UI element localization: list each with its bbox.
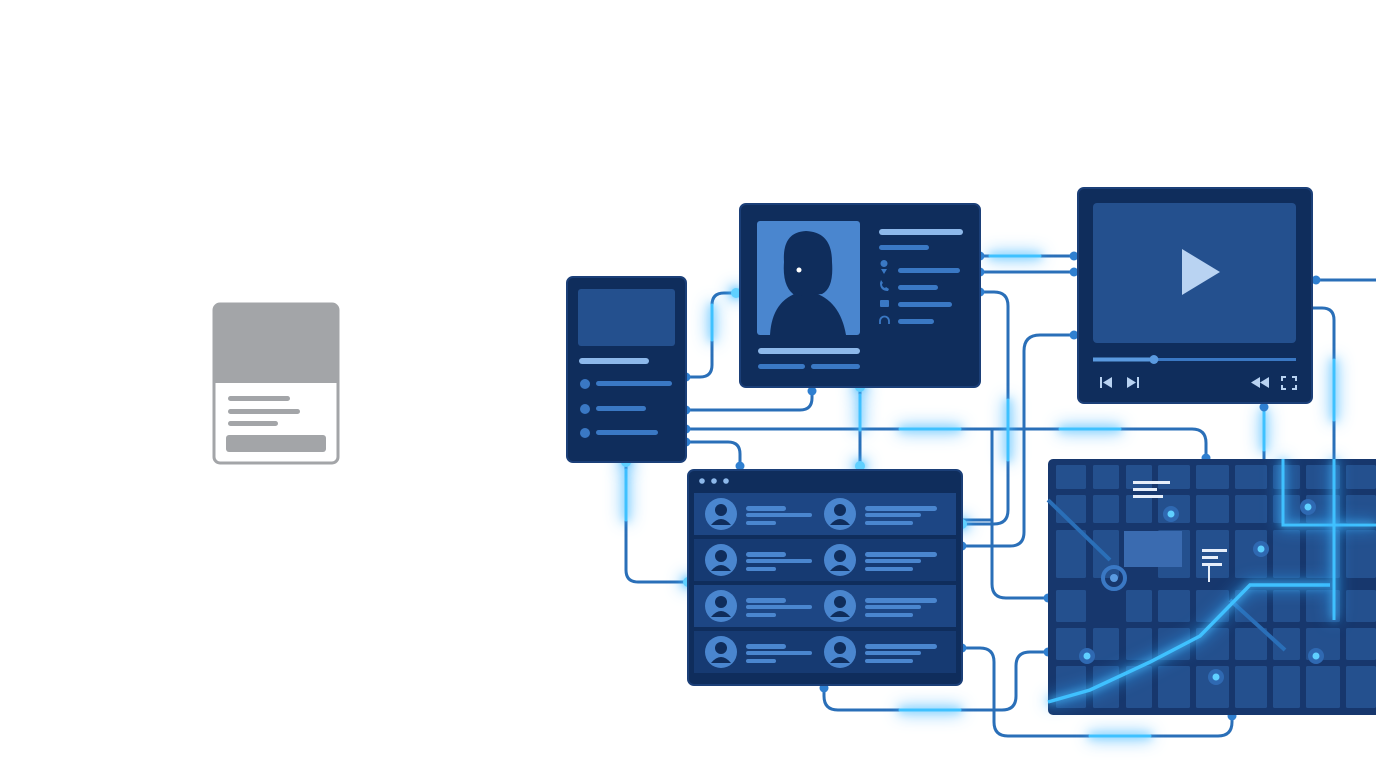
play-icon [1182, 249, 1220, 295]
user-avatar-icon [705, 498, 737, 530]
map-block [1056, 666, 1086, 708]
user-avatar-icon [705, 590, 737, 622]
map-block [1126, 495, 1152, 523]
skip-back-icon [1100, 377, 1112, 388]
rewind-icon [1251, 377, 1269, 388]
map-block [1056, 465, 1086, 489]
user-avatar-icon [824, 636, 856, 668]
fullscreen-icon [1281, 376, 1297, 390]
map-block [1273, 666, 1300, 708]
map-block [1306, 465, 1340, 489]
mail-icon [880, 300, 889, 307]
map-block [1158, 465, 1190, 489]
image-card-placeholder-icon [212, 302, 340, 465]
map-block [1093, 495, 1119, 523]
location-pin-icon [880, 260, 888, 274]
video-progress-track [1093, 358, 1296, 361]
video-progress-fill [1093, 357, 1154, 362]
map-block [1273, 628, 1300, 660]
map-block [1346, 666, 1376, 708]
map-block [1235, 495, 1267, 523]
list-item [694, 631, 956, 673]
map-block [1235, 666, 1267, 708]
video-progress-knob [1149, 355, 1159, 364]
map-block [1273, 530, 1300, 578]
map-block [1306, 590, 1340, 622]
map-block [1093, 465, 1119, 489]
map-block [1126, 465, 1152, 489]
list-item [694, 493, 956, 535]
phone-icon [880, 280, 889, 291]
map-block [1196, 590, 1229, 622]
map-block [1273, 590, 1300, 622]
map-block [1056, 495, 1086, 523]
map-block [1306, 666, 1340, 708]
map-block [1346, 628, 1376, 660]
map-block [1196, 530, 1229, 578]
city-map-icon [1046, 459, 1376, 715]
map-block [1273, 495, 1300, 523]
map-block [1196, 628, 1229, 660]
map-block [1126, 590, 1152, 622]
map-label-icon [1133, 481, 1227, 582]
map-block [1306, 530, 1340, 578]
map-block [1158, 666, 1190, 708]
map-block [1158, 590, 1190, 622]
list-item [694, 539, 956, 581]
map-block [1306, 495, 1340, 523]
mobile-app-screen-icon [566, 276, 687, 463]
map-block [1056, 590, 1086, 622]
map-block [1196, 465, 1229, 489]
user-avatar-icon [824, 544, 856, 576]
map-block [1056, 530, 1086, 578]
user-profile-card-icon [739, 203, 981, 388]
map-block [1126, 628, 1152, 660]
map-block [1235, 628, 1267, 660]
user-avatar-icon [824, 590, 856, 622]
map-block [1346, 465, 1376, 489]
glowing-connector-segments [624, 254, 1336, 738]
headphones-icon [879, 315, 890, 324]
map-block [1346, 495, 1376, 523]
map-block [1093, 628, 1119, 660]
video-player-icon [1077, 187, 1313, 404]
map-block [1056, 628, 1086, 660]
map-block [1196, 495, 1229, 523]
map-block [1273, 465, 1300, 489]
skip-forward-icon [1127, 377, 1139, 388]
map-block [1346, 530, 1376, 578]
user-avatar-icon [824, 498, 856, 530]
location-pin-icon [1079, 499, 1324, 685]
map-block [1235, 465, 1267, 489]
list-item [694, 585, 956, 627]
user-avatar-icon [705, 636, 737, 668]
map-block [1093, 666, 1119, 708]
map-block [1126, 666, 1152, 708]
user-avatar-icon [705, 544, 737, 576]
map-block [1346, 590, 1376, 622]
contacts-list-icon [687, 469, 963, 686]
